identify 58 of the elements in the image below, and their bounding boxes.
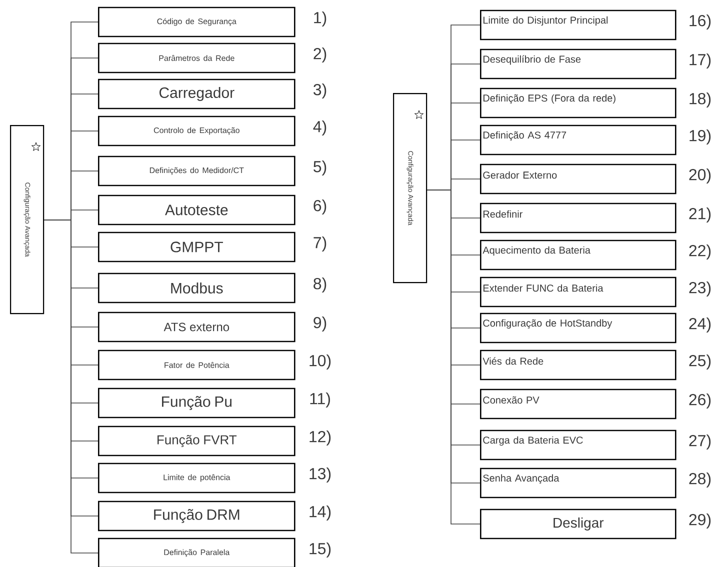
callout-number: 1) [314, 12, 326, 26]
callout-number: 17) [690, 54, 711, 68]
callout-number: 29) [689, 514, 711, 528]
menu-box: GMPPT [98, 232, 296, 262]
menu-box: Função Pu [98, 388, 296, 418]
callout-number: 4) [313, 120, 326, 136]
menu-box: Modbus [98, 272, 296, 304]
callout-number: 7) [314, 236, 326, 252]
callout-number: 3) [314, 84, 326, 98]
menu-box: Definição EPS (Fora da rede) [480, 88, 676, 118]
callout-number: 18) [690, 92, 711, 108]
callout-number: 22) [689, 244, 711, 260]
callout-number: 2) [314, 48, 326, 62]
menu-box: Parâmetros da Rede [98, 42, 296, 74]
menu-box: Definição AS 4777 [480, 124, 676, 156]
callout-number: 10) [310, 354, 331, 370]
menu-box: Definições do Medidor/CT [98, 156, 296, 186]
callout-number: 15) [310, 542, 331, 558]
callout-number: 28) [689, 472, 711, 488]
callout-number: 8) [314, 278, 326, 292]
menu-box: Limite do Disjuntor Principal [480, 10, 676, 40]
menu-box: Senha Avançada [480, 468, 676, 498]
menu-box: ATS externo [98, 312, 296, 342]
menu-box: Controlo de Exportação [98, 116, 296, 146]
callout-number: 5) [314, 160, 326, 176]
menu-box: Gerador Externo [480, 164, 676, 194]
menu-box: Função FVRT [98, 426, 296, 456]
menu-box: Definição Paralela [98, 538, 296, 567]
callout-number: 24) [689, 318, 711, 332]
menu-box: Código de Segurança [98, 6, 296, 38]
callout-number: 21) [689, 208, 711, 222]
menu-box: Função DRM [98, 500, 296, 532]
callout-number: 26) [689, 394, 711, 408]
callout-number: 9) [314, 316, 326, 332]
menu-box: Carregador [98, 78, 296, 110]
callout-number: 20) [689, 168, 711, 184]
callout-number: 16) [690, 14, 711, 30]
menu-box: Carga da Bateria EVC [480, 430, 676, 460]
menu-box: Configuração de HotStandby [480, 312, 676, 344]
menu-box: Autoteste [98, 194, 296, 226]
menu-box: Redefinir [480, 202, 676, 234]
menu-box: Fator de Potência [98, 350, 296, 380]
callout-number: 19) [690, 130, 711, 144]
callout-number: 12) [310, 430, 331, 446]
callout-number: 13) [310, 468, 331, 482]
menu-box: Aquecimento da Bateria [480, 240, 676, 270]
menu-box: Desequilíbrio de Fase [480, 48, 676, 80]
menu-box: Limite de potência [98, 462, 296, 494]
callout-number: 6) [314, 200, 326, 214]
callout-number: 14) [310, 506, 331, 520]
callout-number: 11) [310, 392, 330, 408]
callout-number: 27) [689, 434, 711, 450]
menu-box: Conexão PV [480, 388, 676, 420]
callout-number: 25) [689, 354, 711, 370]
menu-box: Viés da Rede [480, 350, 676, 380]
menu-box: Desligar [480, 508, 676, 540]
callout-number: 23) [689, 282, 711, 296]
menu-box: Extender FUNC da Bateria [480, 276, 676, 308]
